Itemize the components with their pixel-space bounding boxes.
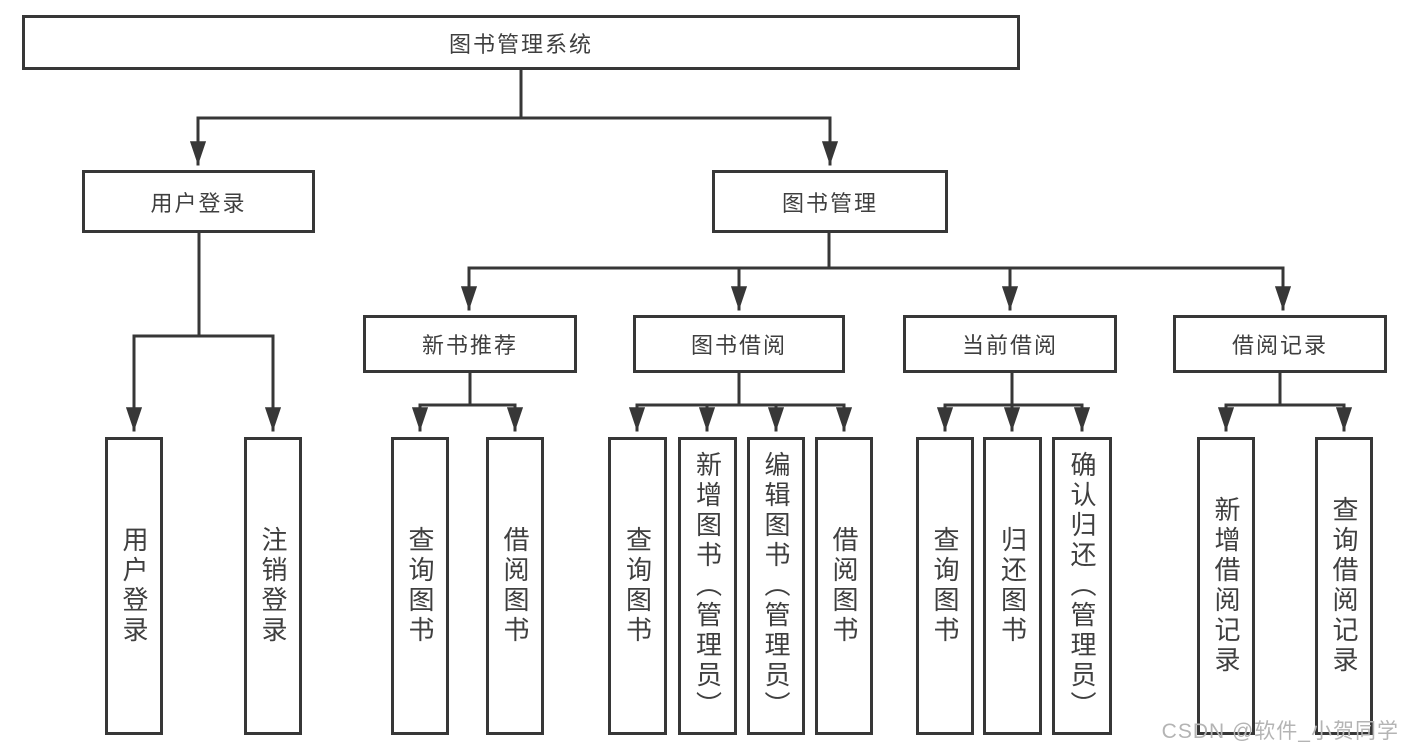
node-borrow-records: 借阅记录 [1173, 315, 1387, 373]
leaf-query-borrow-record-label: 查询借阅记录 [1329, 496, 1359, 676]
leaf-query-books-3: 查询图书 [916, 437, 974, 735]
leaf-borrow-books-2-label: 借阅图书 [829, 526, 859, 646]
leaf-edit-books-admin-label: 编辑图书（管理员） [761, 451, 791, 721]
node-current-borrow: 当前借阅 [903, 315, 1117, 373]
leaf-query-books-2: 查询图书 [608, 437, 667, 735]
node-user-login: 用户登录 [82, 170, 315, 233]
leaf-return-books: 归还图书 [983, 437, 1042, 735]
leaf-logout: 注销登录 [244, 437, 302, 735]
leaf-logout-label: 注销登录 [258, 526, 288, 646]
leaf-query-books-1-label: 查询图书 [405, 526, 435, 646]
node-new-book-recommend: 新书推荐 [363, 315, 577, 373]
leaf-query-books-1: 查询图书 [391, 437, 449, 735]
node-library-system: 图书管理系统 [22, 15, 1020, 70]
leaf-query-books-3-label: 查询图书 [930, 526, 960, 646]
leaf-add-books-admin: 新增图书（管理员） [678, 437, 737, 735]
leaf-query-books-2-label: 查询图书 [622, 526, 653, 646]
leaf-confirm-return-admin: 确认归还（管理员） [1052, 437, 1112, 735]
leaf-user-login-label: 用户登录 [119, 526, 149, 646]
leaf-borrow-books-1: 借阅图书 [486, 437, 544, 735]
node-book-management: 图书管理 [712, 170, 948, 233]
leaf-user-login: 用户登录 [105, 437, 163, 735]
leaf-confirm-return-admin-label: 确认归还（管理员） [1067, 451, 1097, 721]
leaf-return-books-label: 归还图书 [997, 526, 1028, 646]
leaf-add-borrow-record: 新增借阅记录 [1197, 437, 1255, 735]
leaf-query-borrow-record: 查询借阅记录 [1315, 437, 1373, 735]
leaf-add-borrow-record-label: 新增借阅记录 [1211, 496, 1241, 676]
leaf-borrow-books-1-label: 借阅图书 [500, 526, 530, 646]
leaf-edit-books-admin: 编辑图书（管理员） [747, 437, 805, 735]
leaf-borrow-books-2: 借阅图书 [815, 437, 873, 735]
csdn-watermark: CSDN @软件_小贺同学 [1161, 720, 1399, 743]
leaf-add-books-admin-label: 新增图书（管理员） [692, 451, 723, 721]
node-book-borrow: 图书借阅 [633, 315, 845, 373]
